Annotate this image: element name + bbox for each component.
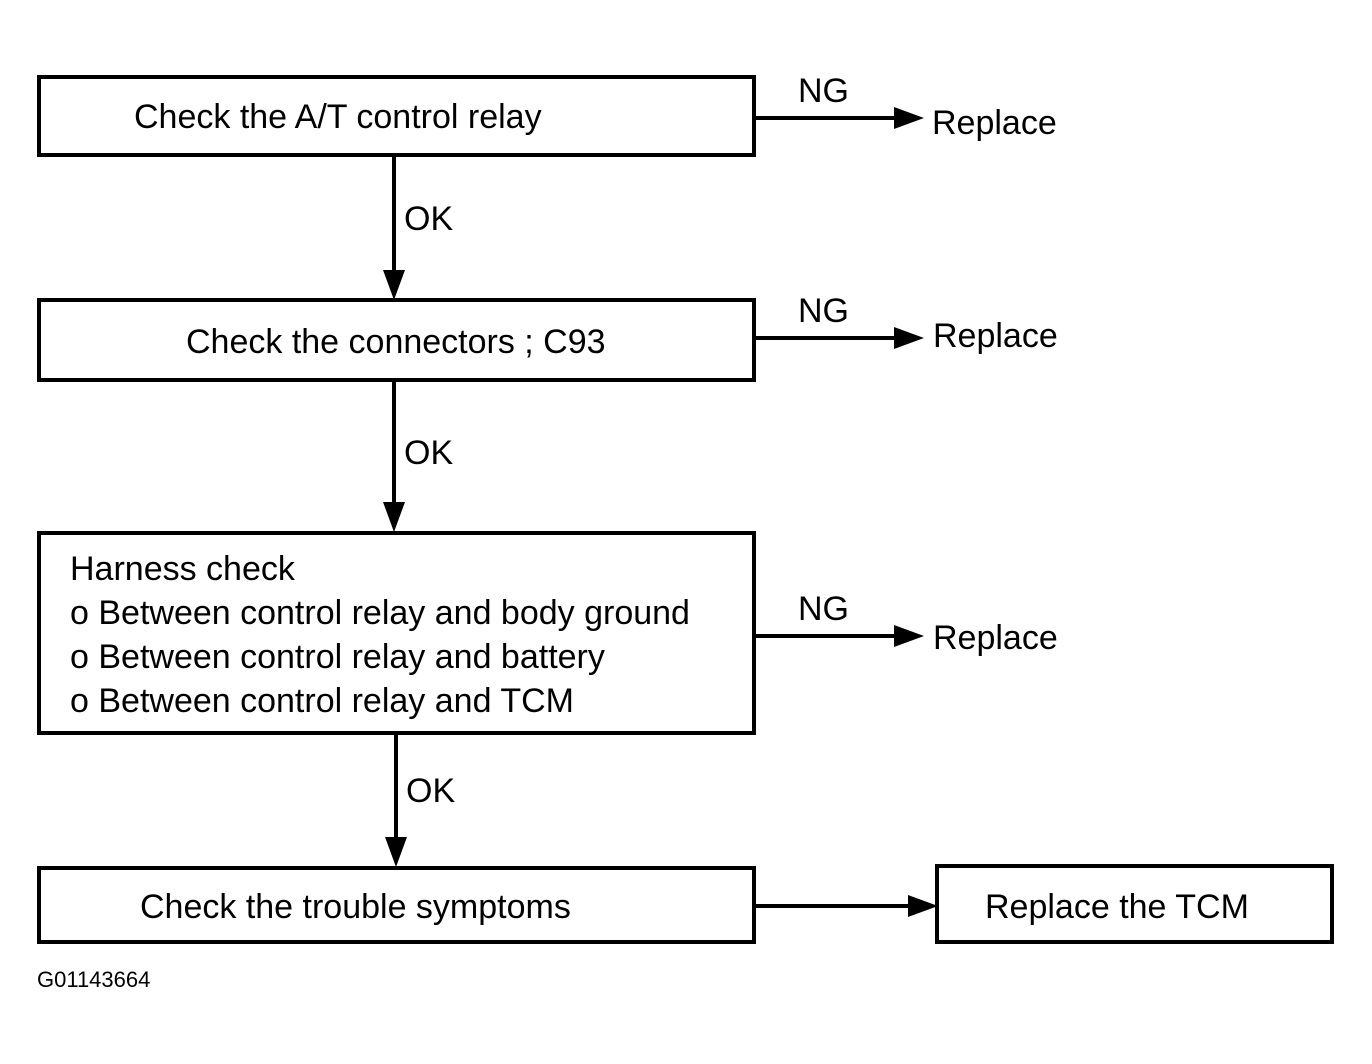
- ok-label-1: OK: [404, 200, 453, 238]
- step-3-ng-branch: NG Replace: [754, 590, 1058, 657]
- final-node: Replace the TCM: [935, 864, 1334, 944]
- step-1-replace-label: Replace: [932, 104, 1057, 142]
- step-3-line-3: o Between control relay and battery: [70, 638, 605, 676]
- step-2-label: Check the connectors ; C93: [186, 323, 606, 361]
- step-1-ng-branch: NG Replace: [754, 72, 1057, 142]
- step-3-node: Harness check o Between control relay an…: [37, 531, 756, 735]
- step-1-label: Check the A/T control relay: [134, 98, 542, 136]
- ok-label-3: OK: [406, 772, 455, 810]
- step-3-line-4: o Between control relay and TCM: [70, 682, 574, 720]
- step-3-replace-label: Replace: [933, 619, 1058, 657]
- step-2-replace-label: Replace: [933, 317, 1058, 355]
- arrow-to-final: [754, 895, 938, 917]
- ok-arrow-3-to-4: OK: [385, 733, 455, 867]
- step-2-ng-branch: NG Replace: [754, 292, 1058, 355]
- ok-label-2: OK: [404, 434, 453, 472]
- step-4-label: Check the trouble symptoms: [140, 888, 571, 926]
- step-3-line-1: Harness check: [70, 550, 296, 588]
- step-3-line-2: o Between control relay and body ground: [70, 594, 690, 632]
- step-2-ng-label: NG: [798, 292, 849, 330]
- step-2-node: Check the connectors ; C93: [37, 298, 756, 382]
- step-1-node: Check the A/T control relay: [37, 75, 756, 157]
- step-3-ng-label: NG: [798, 590, 849, 628]
- step-1-ng-label: NG: [798, 72, 849, 110]
- step-4-node: Check the trouble symptoms: [37, 866, 756, 944]
- figure-code: G01143664: [37, 967, 150, 992]
- ok-arrow-2-to-3: OK: [383, 380, 453, 532]
- ok-arrow-1-to-2: OK: [383, 155, 453, 300]
- final-label: Replace the TCM: [985, 888, 1249, 926]
